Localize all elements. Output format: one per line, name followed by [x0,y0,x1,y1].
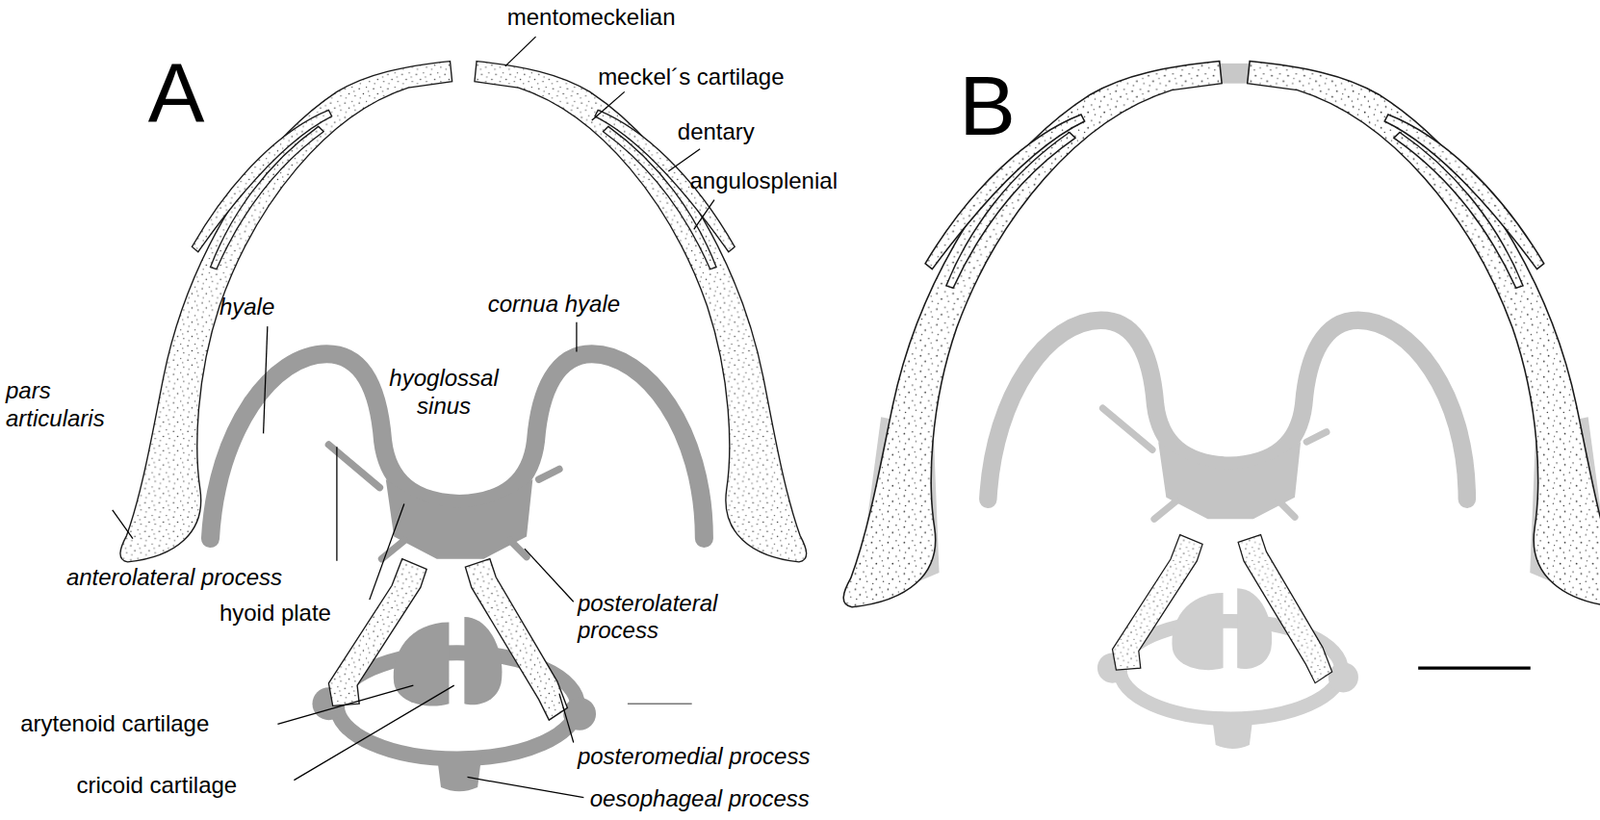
part-label: anterolateral process [66,564,283,593]
larynx [311,559,596,793]
mandible [843,61,1600,609]
part-label: mentomeckelian [507,3,676,32]
mandible [120,61,807,563]
larynx [1097,535,1359,749]
part-label: angulosplenial [690,167,838,196]
part-label: cornua hyale [488,290,620,319]
scale-bar [627,702,693,705]
hyoid [209,354,704,560]
part-label: posterolateral process [577,590,747,646]
hyoid [987,320,1468,520]
part-label: meckel´s cartilage [597,63,784,92]
leader-lines [112,36,715,799]
panel-letter: A [148,51,206,136]
part-label: pars articularis [5,377,131,434]
part-label: posteromedial process [577,743,810,772]
part-label: hyoid plate [219,599,332,628]
part-label: hyale [219,293,275,322]
part-label: oesophageal process [590,785,810,814]
panel-letter: B [958,63,1016,149]
scale-bar [1418,667,1531,671]
part-label: arytenoid cartilage [20,710,209,739]
part-label: dentary [677,118,755,147]
part-label: cricoid cartilage [76,772,237,800]
part-label: hyoglossal sinus [376,364,512,421]
